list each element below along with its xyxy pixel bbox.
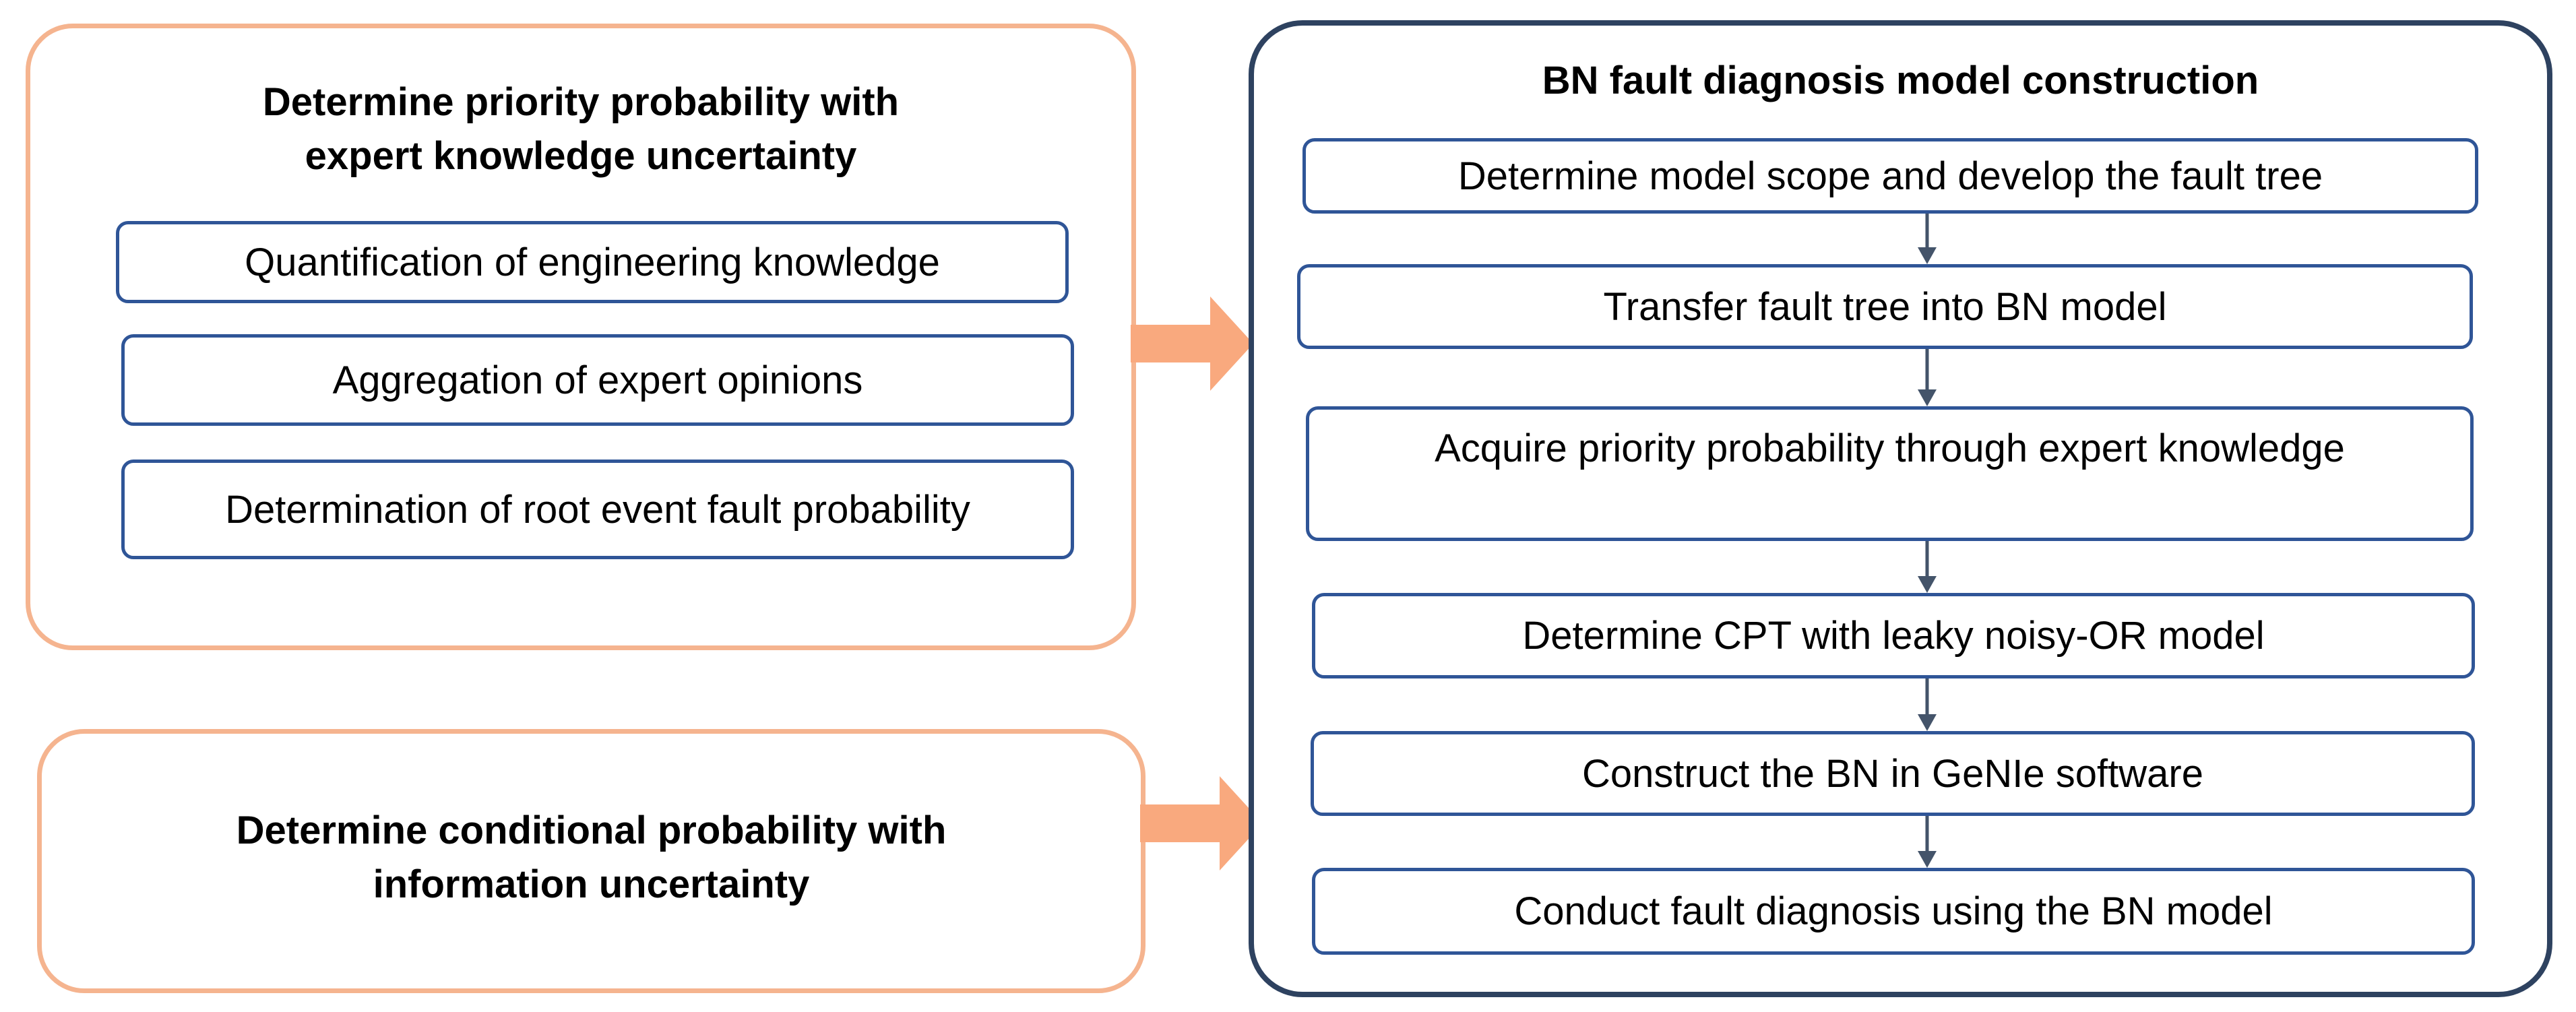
connector-arrow-5 xyxy=(1918,816,1937,868)
step-construct-bn: Construct the BN in GeNIe software xyxy=(1311,731,2475,816)
step-model-scope: Determine model scope and develop the fa… xyxy=(1302,138,2478,214)
step-acquire-priority-label: Acquire priority probability through exp… xyxy=(1435,426,2345,470)
priority-probability-title: Determine priority probability with expe… xyxy=(30,75,1131,183)
connector-arrow-2 xyxy=(1918,349,1937,406)
step-model-scope-label: Determine model scope and develop the fa… xyxy=(1457,154,2323,198)
step-quantification: Quantification of engineering knowledge xyxy=(116,221,1069,303)
step-transfer-fault-tree: Transfer fault tree into BN model xyxy=(1297,264,2473,349)
upper-flow-arrow xyxy=(1131,296,1253,391)
priority-probability-title-line1: Determine priority probability with xyxy=(262,80,900,124)
connector-arrow-4 xyxy=(1918,678,1937,731)
bn-construction-title: BN fault diagnosis model construction xyxy=(1542,59,2259,102)
step-fault-diagnosis-label: Conduct fault diagnosis using the BN mod… xyxy=(1514,889,2273,933)
step-root-event-probability: Determination of root event fault probab… xyxy=(121,460,1074,559)
step-fault-diagnosis: Conduct fault diagnosis using the BN mod… xyxy=(1312,868,2475,955)
step-root-event-probability-label: Determination of root event fault probab… xyxy=(225,487,970,532)
conditional-probability-title-line2: information uncertainty xyxy=(373,862,810,906)
step-transfer-fault-tree-label: Transfer fault tree into BN model xyxy=(1603,284,2167,329)
conditional-probability-title: Determine conditional probability with i… xyxy=(42,804,1141,912)
step-aggregation-label: Aggregation of expert opinions xyxy=(332,358,863,402)
conditional-probability-title-line1: Determine conditional probability with xyxy=(236,809,947,852)
conditional-probability-panel: Determine conditional probability with i… xyxy=(37,729,1145,993)
step-construct-bn-label: Construct the BN in GeNIe software xyxy=(1582,751,2203,796)
step-determine-cpt-label: Determine CPT with leaky noisy-OR model xyxy=(1522,614,2265,658)
lower-flow-arrow xyxy=(1140,776,1263,871)
connector-arrow-3 xyxy=(1918,541,1937,593)
step-acquire-priority: Acquire priority probability through exp… xyxy=(1306,406,2474,541)
step-determine-cpt: Determine CPT with leaky noisy-OR model xyxy=(1312,593,2475,678)
step-aggregation: Aggregation of expert opinions xyxy=(121,334,1074,426)
connector-arrow-1 xyxy=(1918,214,1937,264)
step-quantification-label: Quantification of engineering knowledge xyxy=(245,240,940,284)
priority-probability-title-line2: expert knowledge uncertainty xyxy=(305,134,857,178)
